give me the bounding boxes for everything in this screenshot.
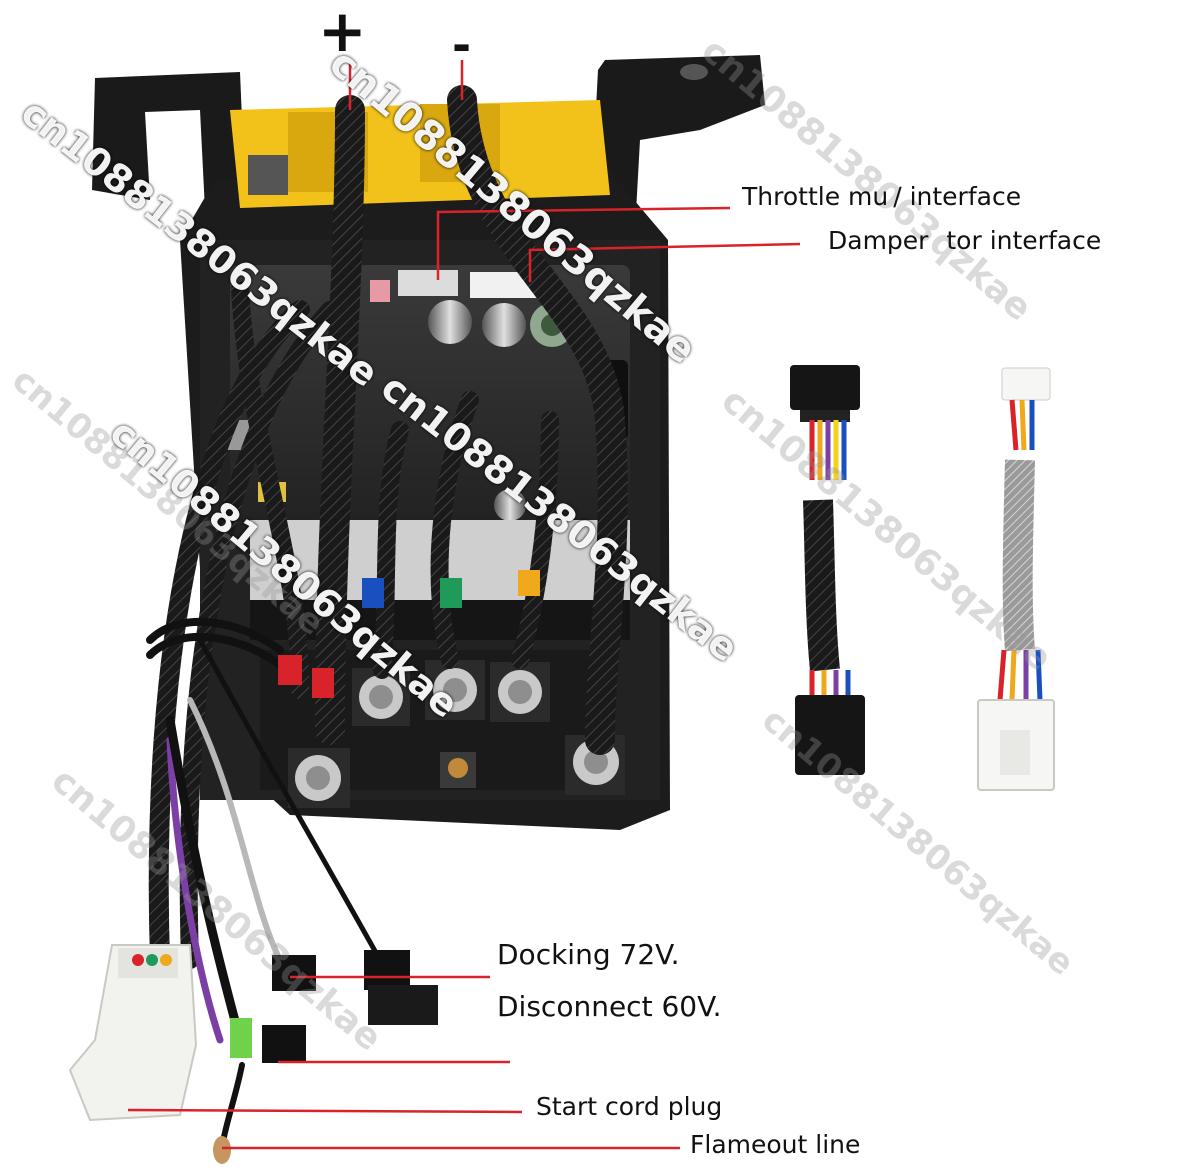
positive-sign: + [318, 0, 367, 65]
label-throttle-motor-interface: Throttle mu ∕ interface [742, 182, 1022, 211]
wire-sleeves [230, 570, 540, 1058]
mounting-brackets [92, 55, 765, 230]
label-start-cord-plug: Start cord plug [536, 1092, 723, 1121]
adapter-cable-white [977, 367, 1055, 791]
annotation-lines [127, 60, 801, 1150]
label-disconnect-60v: Disconnect 60V. [497, 990, 722, 1023]
label-flameout-line: Flameout line [690, 1130, 861, 1159]
label-docking-72v: Docking 72V. [497, 938, 680, 971]
adapter-cable-black [790, 365, 865, 775]
negative-sign: - [452, 18, 472, 72]
label-damper-motor-interface: Damper tor interface [828, 226, 1102, 255]
harness-connectors [68, 944, 438, 1164]
